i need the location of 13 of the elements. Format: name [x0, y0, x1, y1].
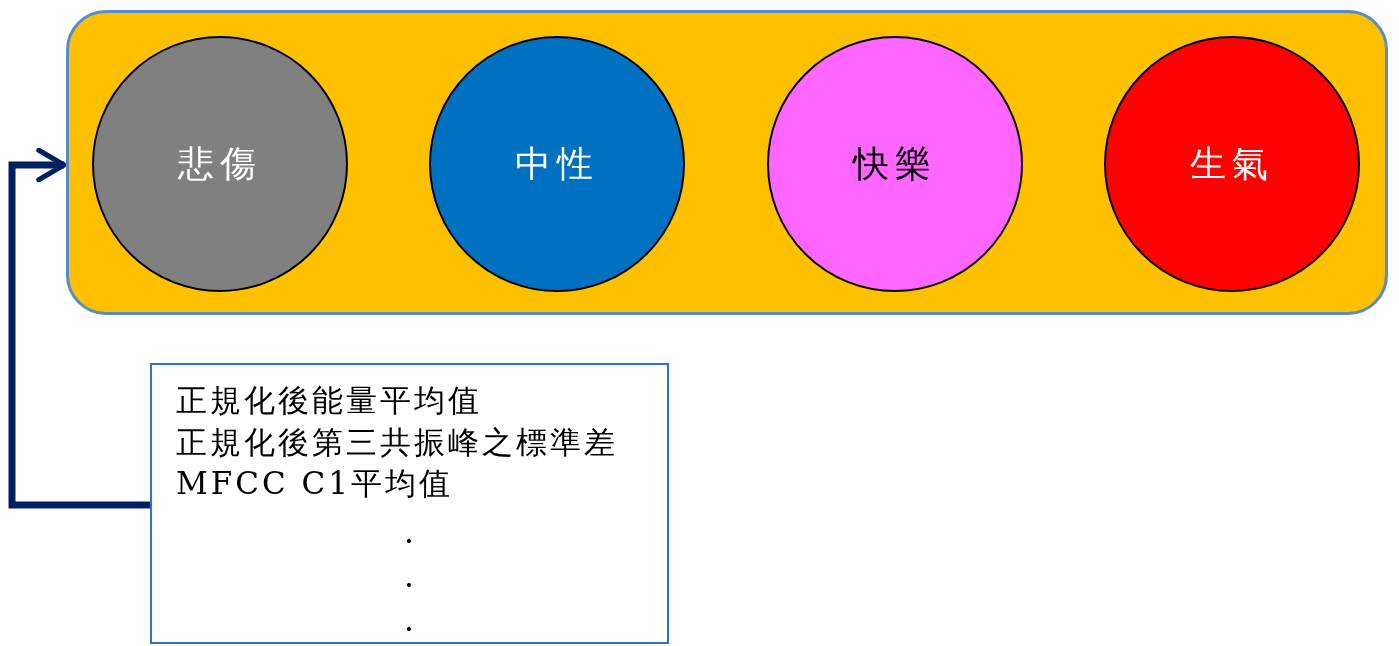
ellipsis-dot: . — [404, 517, 417, 548]
feature-text: 正規化後能量平均值 — [176, 385, 482, 416]
emotion-circle: 生氣 — [1104, 36, 1360, 292]
feature-text: MFCC C1平均值 — [176, 468, 453, 499]
feature-text: 正規化後第三共振峰之標準差 — [176, 427, 618, 458]
emotion-circle: 悲傷 — [92, 36, 348, 292]
ellipsis-dot: . — [404, 605, 417, 636]
arrow — [8, 147, 150, 509]
feature-list-box — [150, 363, 669, 644]
ellipsis-dot: . — [404, 561, 417, 592]
emotion-band — [66, 10, 1388, 315]
emotion-circle: 中性 — [429, 36, 685, 292]
emotion-circle: 快樂 — [767, 36, 1023, 292]
